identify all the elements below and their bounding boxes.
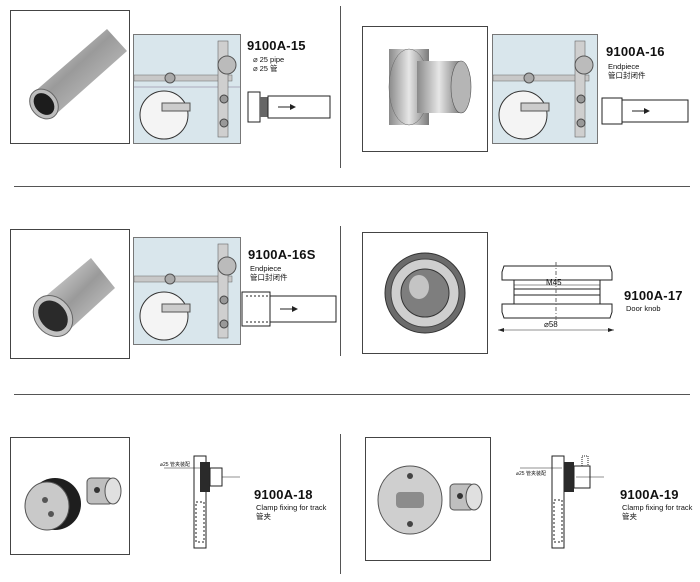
divider-vertical-1 (340, 6, 341, 168)
product-desc-line-1: Clamp fixing for track (622, 503, 693, 512)
product-desc-line-1: Endpiece (608, 62, 640, 71)
tech-drawing-19 (516, 452, 608, 552)
drawing-note: ⌀25 管夹装配 (516, 471, 546, 477)
product-desc-line-2: 管夹 (256, 512, 271, 521)
dimension-m45: M45 (546, 278, 562, 287)
product-desc-line-2: 管夹 (622, 512, 637, 521)
product-desc-line-2: ⌀ 25 管 (253, 64, 278, 73)
divider-vertical-3 (340, 434, 341, 574)
divider-horizontal-2 (14, 394, 690, 395)
product-desc-line-1: ⌀ 25 pipe (253, 55, 285, 64)
product-photo-endpiece (362, 26, 488, 152)
divider-vertical-2 (340, 226, 341, 356)
tech-drawing-17 (494, 258, 618, 344)
product-photo-clamp-19 (365, 437, 491, 561)
tech-drawing-16s (240, 286, 340, 332)
product-code: 9100A-16 (606, 44, 665, 59)
installation-scene-15 (133, 34, 241, 144)
product-code: 9100A-15 (247, 38, 306, 53)
product-photo-clamp-18 (10, 437, 130, 555)
product-desc-line-2: 管口封闭件 (608, 71, 646, 80)
tech-drawing-16 (600, 94, 692, 130)
drawing-note: ⌀25 管夹装配 (160, 462, 190, 468)
product-desc-line-1: Endpiece (250, 264, 282, 273)
installation-scene-16s (133, 237, 241, 345)
product-desc-line-2: 管口封闭件 (250, 273, 288, 282)
installation-scene-16 (492, 34, 598, 144)
divider-horizontal-1 (14, 186, 690, 187)
product-photo-endpiece-s (10, 229, 130, 359)
tech-drawing-18 (160, 452, 244, 552)
product-code: 9100A-19 (620, 487, 679, 502)
product-desc-line-1: Clamp fixing for track (256, 503, 327, 512)
product-desc-line-1: Door knob (626, 304, 661, 313)
product-code: 9100A-17 (624, 288, 683, 303)
product-photo-door-knob (362, 232, 488, 354)
product-code: 9100A-16S (248, 247, 316, 262)
product-code: 9100A-18 (254, 487, 313, 502)
dimension-d58: ⌀58 (544, 320, 558, 329)
product-photo-pipe (10, 10, 130, 144)
tech-drawing-15 (246, 88, 336, 128)
